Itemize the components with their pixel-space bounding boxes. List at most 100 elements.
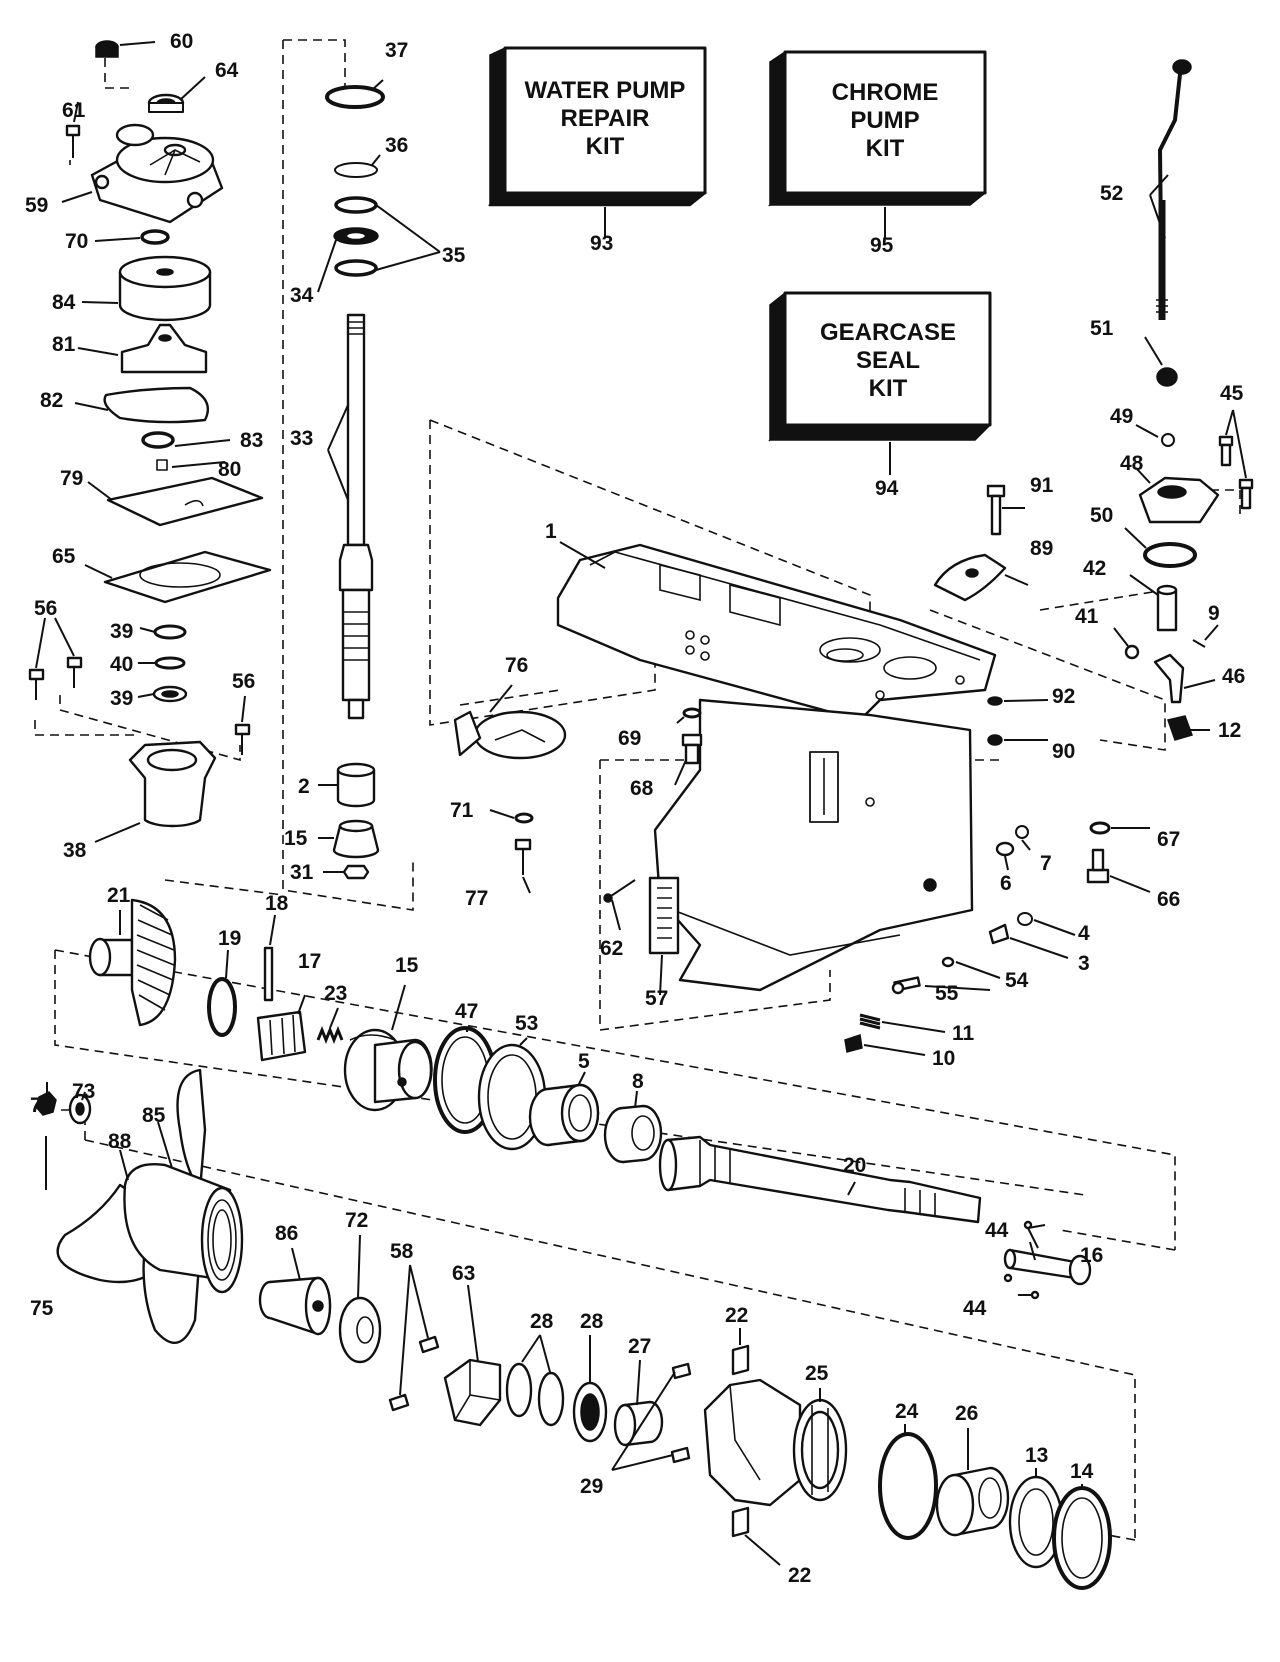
callout-90: 90 bbox=[1052, 740, 1075, 763]
kit-95-line-1: CHROME bbox=[832, 79, 939, 106]
callout-46: 46 bbox=[1222, 665, 1245, 688]
kit-95-line-3: KIT bbox=[866, 135, 905, 162]
callout-38: 38 bbox=[63, 839, 87, 862]
callout-95: 95 bbox=[870, 234, 894, 257]
callout-22-top: 22 bbox=[725, 1304, 748, 1327]
callout-36: 36 bbox=[385, 134, 408, 157]
callout-76: 76 bbox=[505, 654, 528, 677]
callout-15-pinion: 15 bbox=[284, 827, 308, 850]
kit-94-line-3: KIT bbox=[869, 375, 908, 402]
callout-22-bottom: 22 bbox=[788, 1564, 811, 1587]
gear-train-parts bbox=[88, 898, 1092, 1300]
callout-74: 74 bbox=[30, 1094, 54, 1117]
callout-40: 40 bbox=[110, 653, 133, 676]
callout-14: 14 bbox=[1070, 1460, 1094, 1483]
callout-numbers: 60 64 61 59 70 84 81 82 83 80 79 65 56 3… bbox=[25, 30, 1245, 1587]
kit-box-water-pump-repair: WATER PUMP REPAIR KIT bbox=[487, 46, 708, 207]
callout-23: 23 bbox=[324, 982, 347, 1005]
callout-27: 27 bbox=[628, 1335, 651, 1358]
callout-93: 93 bbox=[590, 232, 613, 255]
callout-82: 82 bbox=[40, 389, 63, 412]
callout-62: 62 bbox=[600, 937, 623, 960]
callout-68: 68 bbox=[630, 777, 654, 800]
driveshaft-parts bbox=[325, 85, 385, 880]
leader-lines bbox=[35, 41, 1247, 1566]
callout-16: 16 bbox=[1080, 1244, 1103, 1267]
callout-61: 61 bbox=[62, 99, 86, 122]
assembly-outlines bbox=[34, 39, 1241, 1541]
callout-91: 91 bbox=[1030, 474, 1054, 497]
callout-21: 21 bbox=[107, 884, 131, 907]
callout-41: 41 bbox=[1075, 605, 1099, 628]
callout-1: 1 bbox=[545, 520, 557, 543]
callout-2: 2 bbox=[298, 775, 310, 798]
callout-57: 57 bbox=[645, 987, 668, 1010]
water-pump-parts bbox=[28, 40, 272, 828]
callout-56-right: 56 bbox=[232, 670, 255, 693]
propeller-parts bbox=[35, 1068, 1112, 1590]
callout-59: 59 bbox=[25, 194, 48, 217]
kit-93-line-3: KIT bbox=[586, 133, 625, 160]
callout-42: 42 bbox=[1083, 557, 1106, 580]
callout-60: 60 bbox=[170, 30, 193, 53]
callout-72: 72 bbox=[345, 1209, 368, 1232]
callout-83: 83 bbox=[240, 429, 263, 452]
callout-39-bottom: 39 bbox=[110, 687, 133, 710]
callout-56-left: 56 bbox=[34, 597, 57, 620]
callout-73: 73 bbox=[72, 1080, 95, 1103]
callout-19: 19 bbox=[218, 927, 241, 950]
callout-65: 65 bbox=[52, 545, 76, 568]
callout-5: 5 bbox=[578, 1050, 590, 1073]
callout-45: 45 bbox=[1220, 382, 1244, 405]
callout-51: 51 bbox=[1090, 317, 1114, 340]
callout-66: 66 bbox=[1157, 888, 1180, 911]
callout-67: 67 bbox=[1157, 828, 1180, 851]
callout-49: 49 bbox=[1110, 405, 1133, 428]
callout-58: 58 bbox=[390, 1240, 414, 1263]
callout-4: 4 bbox=[1078, 922, 1090, 945]
callout-10: 10 bbox=[932, 1047, 955, 1070]
callout-71: 71 bbox=[450, 799, 474, 822]
callout-13: 13 bbox=[1025, 1444, 1048, 1467]
kit-box-chrome-pump: CHROME PUMP KIT bbox=[767, 50, 988, 207]
callout-7: 7 bbox=[1040, 852, 1052, 875]
callout-11: 11 bbox=[952, 1022, 975, 1045]
callout-89: 89 bbox=[1030, 537, 1053, 560]
callout-3: 3 bbox=[1078, 952, 1090, 975]
callout-48: 48 bbox=[1120, 452, 1144, 475]
kit-94-line-2: SEAL bbox=[856, 347, 920, 374]
callout-20: 20 bbox=[843, 1154, 866, 1177]
callout-88: 88 bbox=[108, 1130, 132, 1153]
callout-29: 29 bbox=[580, 1475, 603, 1498]
callout-17: 17 bbox=[298, 950, 321, 973]
callout-77: 77 bbox=[465, 887, 488, 910]
callout-53: 53 bbox=[515, 1012, 538, 1035]
callout-75: 75 bbox=[30, 1297, 54, 1320]
callout-63: 63 bbox=[452, 1262, 475, 1285]
callout-47: 47 bbox=[455, 1000, 478, 1023]
callout-85: 85 bbox=[142, 1104, 166, 1127]
kit-93-line-2: REPAIR bbox=[561, 105, 650, 132]
callout-28-pair: 28 bbox=[530, 1310, 554, 1333]
callout-54: 54 bbox=[1005, 969, 1029, 992]
callout-94: 94 bbox=[875, 477, 899, 500]
callout-44-bottom: 44 bbox=[963, 1297, 987, 1320]
callout-12: 12 bbox=[1218, 719, 1241, 742]
callout-34: 34 bbox=[290, 284, 314, 307]
callout-25: 25 bbox=[805, 1362, 829, 1385]
callout-8: 8 bbox=[632, 1070, 644, 1093]
callout-86: 86 bbox=[275, 1222, 298, 1245]
callout-26: 26 bbox=[955, 1402, 978, 1425]
callout-44-top: 44 bbox=[985, 1219, 1009, 1242]
callout-24: 24 bbox=[895, 1400, 919, 1423]
shift-rod-parts bbox=[1124, 59, 1254, 741]
callout-18: 18 bbox=[265, 892, 289, 915]
kit-93-line-1: WATER PUMP bbox=[525, 77, 686, 104]
callout-39-top: 39 bbox=[110, 620, 133, 643]
callout-50: 50 bbox=[1090, 504, 1113, 527]
callout-33: 33 bbox=[290, 427, 313, 450]
callout-9: 9 bbox=[1208, 602, 1220, 625]
callout-15-reverse-gear: 15 bbox=[395, 954, 419, 977]
callout-69: 69 bbox=[618, 727, 641, 750]
